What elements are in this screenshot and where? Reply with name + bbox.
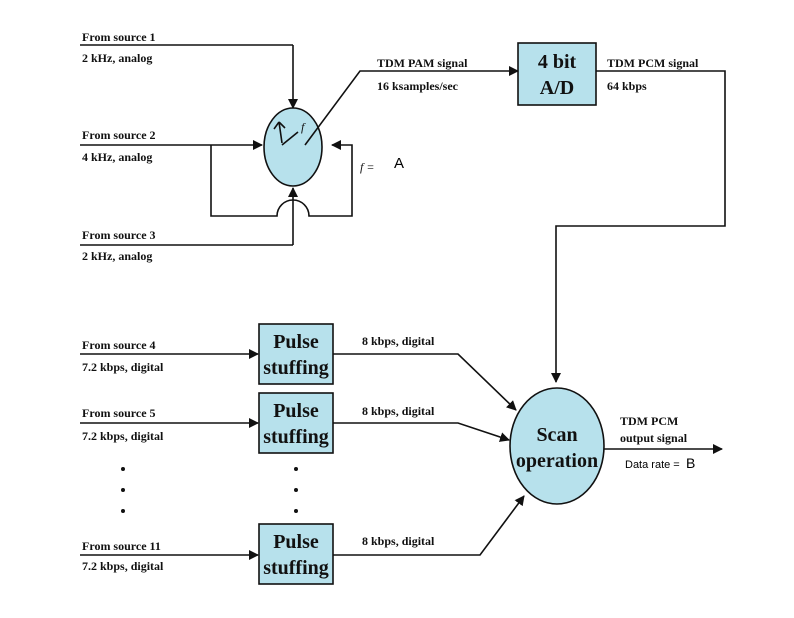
stuffed-wire-2 [333, 422, 510, 442]
scan-circle [509, 387, 605, 505]
source-5-name: From source 5 [82, 406, 156, 420]
source-2-name: From source 2 [82, 128, 156, 142]
source-1-name: From source 1 [82, 30, 156, 44]
source-4-name: From source 4 [82, 338, 156, 352]
output-title: TDM PCM [620, 414, 678, 428]
stuffed-rate-3: 8 kbps, digital [362, 534, 435, 548]
pulse-line1: Pulse [273, 531, 319, 553]
output-subtitle: output signal [620, 431, 688, 445]
scan-operation: Scan operation [509, 387, 605, 505]
ad-line1: 4 bit [538, 51, 577, 73]
commutator: f [263, 107, 323, 187]
pulse-line2: stuffing [263, 557, 329, 579]
ad-converter: 4 bit A/D [517, 42, 597, 106]
scan-line2: operation [516, 450, 598, 472]
feedback-loop [210, 140, 353, 217]
tdm-pcm-title: TDM PCM signal [607, 56, 699, 70]
pulse-line2: stuffing [263, 426, 329, 448]
stuffed-wire-1 [333, 353, 517, 411]
source-1-desc: 2 kHz, analog [82, 51, 152, 65]
source-11-name: From source 11 [82, 539, 161, 553]
pulse-line1: Pulse [273, 400, 319, 422]
pulse-stuffing-box-2: Pulse stuffing [258, 392, 334, 454]
commutator-switch-arm [281, 131, 299, 146]
stuffed-rate-1: 8 kbps, digital [362, 334, 435, 348]
pulse-stuffing-box-1: Pulse stuffing [258, 323, 334, 385]
source-11-desc: 7.2 kbps, digital [82, 559, 164, 573]
pulse-line1: Pulse [273, 331, 319, 353]
source-3-desc: 2 kHz, analog [82, 249, 152, 263]
source-4-desc: 7.2 kbps, digital [82, 360, 164, 374]
source-3-name: From source 3 [82, 228, 156, 242]
pulse-line2: stuffing [263, 357, 329, 379]
stuffing-ellipsis [294, 467, 298, 513]
stuffed-wire-3 [333, 495, 525, 556]
source-ellipsis [121, 467, 125, 513]
commutator-f-symbol: f [301, 120, 306, 134]
tdm-pam-wire [304, 66, 519, 146]
ad-box [517, 42, 597, 106]
ad-line2: A/D [540, 77, 574, 99]
frequency-label: f = [360, 160, 374, 174]
pulse-stuffing-box-3: Pulse stuffing [258, 523, 334, 585]
frequency-value: A [394, 155, 404, 172]
scan-line1: Scan [536, 424, 577, 446]
commutator-circle [263, 107, 323, 187]
stuffed-rate-2: 8 kbps, digital [362, 404, 435, 418]
data-rate-value: B [686, 455, 695, 471]
tdm-pcm-rate: 64 kbps [607, 79, 647, 93]
tdm-pcm-wire [551, 70, 726, 383]
source-5-desc: 7.2 kbps, digital [82, 429, 164, 443]
source-2-desc: 4 kHz, analog [82, 150, 152, 164]
commutator-rotation-arrow [273, 121, 286, 144]
data-rate-label: Data rate = [625, 459, 680, 471]
tdm-pam-rate: 16 ksamples/sec [377, 79, 459, 93]
tdm-pam-title: TDM PAM signal [377, 56, 468, 70]
